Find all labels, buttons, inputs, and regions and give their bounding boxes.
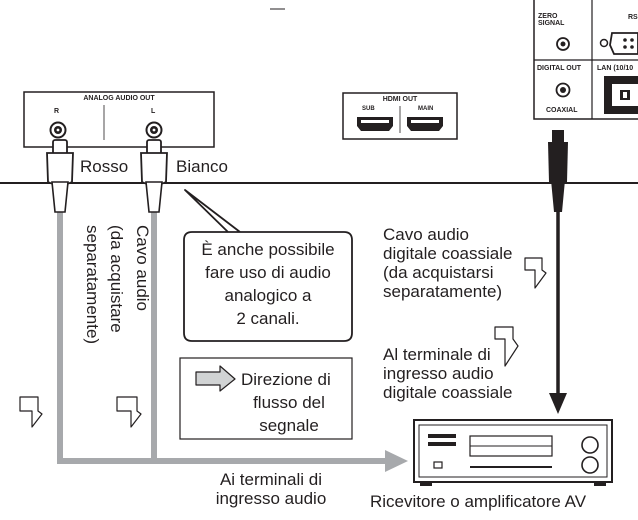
signal-flow-line-3: segnale (226, 416, 352, 435)
coaxial-cable (549, 210, 567, 414)
analog-l-jack (147, 123, 162, 138)
analog-r-jack (51, 123, 66, 138)
analog-r-label: R (54, 108, 59, 115)
analog-panel-title: ANALOG AUDIO OUT (24, 95, 214, 102)
coaxial-label: COAXIAL (546, 107, 578, 114)
callout-line-2: fare uso di audio (184, 261, 352, 284)
analog-down-arrow-left-icon (20, 397, 42, 427)
receiver-label: Ricevitore o amplificatore AV (370, 492, 586, 511)
hdmi-panel-title: HDMI OUT (343, 96, 457, 103)
analog-cable-label-line-3: separatamente) (84, 225, 101, 344)
coax-cable-label-line-3: (da acquistarsi (383, 263, 512, 282)
hdmi-main-port (407, 117, 443, 131)
callout-line-1: È anche possibile (184, 238, 352, 261)
zero-signal-label: ZERO SIGNAL (538, 13, 578, 27)
analog-terminals-label: Ai terminali di ingresso audio (186, 470, 356, 508)
analog-cable-label-line-2: (da acquistare (108, 225, 125, 333)
coax-cable-label-line-4: separatamente) (383, 282, 512, 301)
coax-terminal-label-line-1: Al terminale di (383, 345, 512, 364)
analog-terminals-label-line-1: Ai terminali di (186, 470, 356, 489)
av-receiver-icon (414, 420, 612, 486)
hdmi-sub-label: SUB (362, 106, 375, 112)
analog-cable-label-line-1: Cavo audio (134, 225, 151, 311)
coax-terminal-label: Al terminale di ingresso audio digitale … (383, 345, 512, 402)
zero-signal-jack (557, 38, 569, 50)
coax-down-arrow-upper-icon (525, 258, 546, 288)
signal-flow-line-2: flusso del (226, 393, 352, 412)
coaxial-plug (548, 130, 568, 212)
red-label: Rosso (80, 157, 128, 176)
digital-out-label: DIGITAL OUT (537, 65, 581, 72)
callout-text: È anche possibile fare uso di audio anal… (184, 238, 352, 330)
coax-terminal-label-line-3: digitale coassiale (383, 383, 512, 402)
white-rca-plug (141, 140, 167, 212)
white-label: Bianco (176, 157, 228, 176)
red-rca-plug (47, 140, 73, 212)
coax-cable-label-line-2: digitale coassiale (383, 244, 512, 263)
coax-cable-label: Cavo audio digitale coassiale (da acquis… (383, 225, 512, 301)
hdmi-sub-port (357, 117, 393, 131)
hdmi-main-label: MAIN (418, 106, 433, 112)
lan-label: LAN (10/10 (597, 65, 633, 72)
rs-label: RS (628, 14, 638, 21)
analog-terminals-label-line-2: ingresso audio (186, 489, 356, 508)
signal-flow-line-1: Direzione di (241, 370, 331, 389)
callout-line-3: analogico a (184, 284, 352, 307)
analog-l-label: L (151, 108, 155, 115)
coax-terminal-label-line-2: ingresso audio (383, 364, 512, 383)
lan-port (604, 76, 638, 114)
analog-down-arrow-right-icon (117, 397, 141, 427)
coaxial-jack (557, 84, 570, 97)
coax-cable-label-line-1: Cavo audio (383, 225, 512, 244)
callout-line-4: 2 canali. (184, 307, 352, 330)
